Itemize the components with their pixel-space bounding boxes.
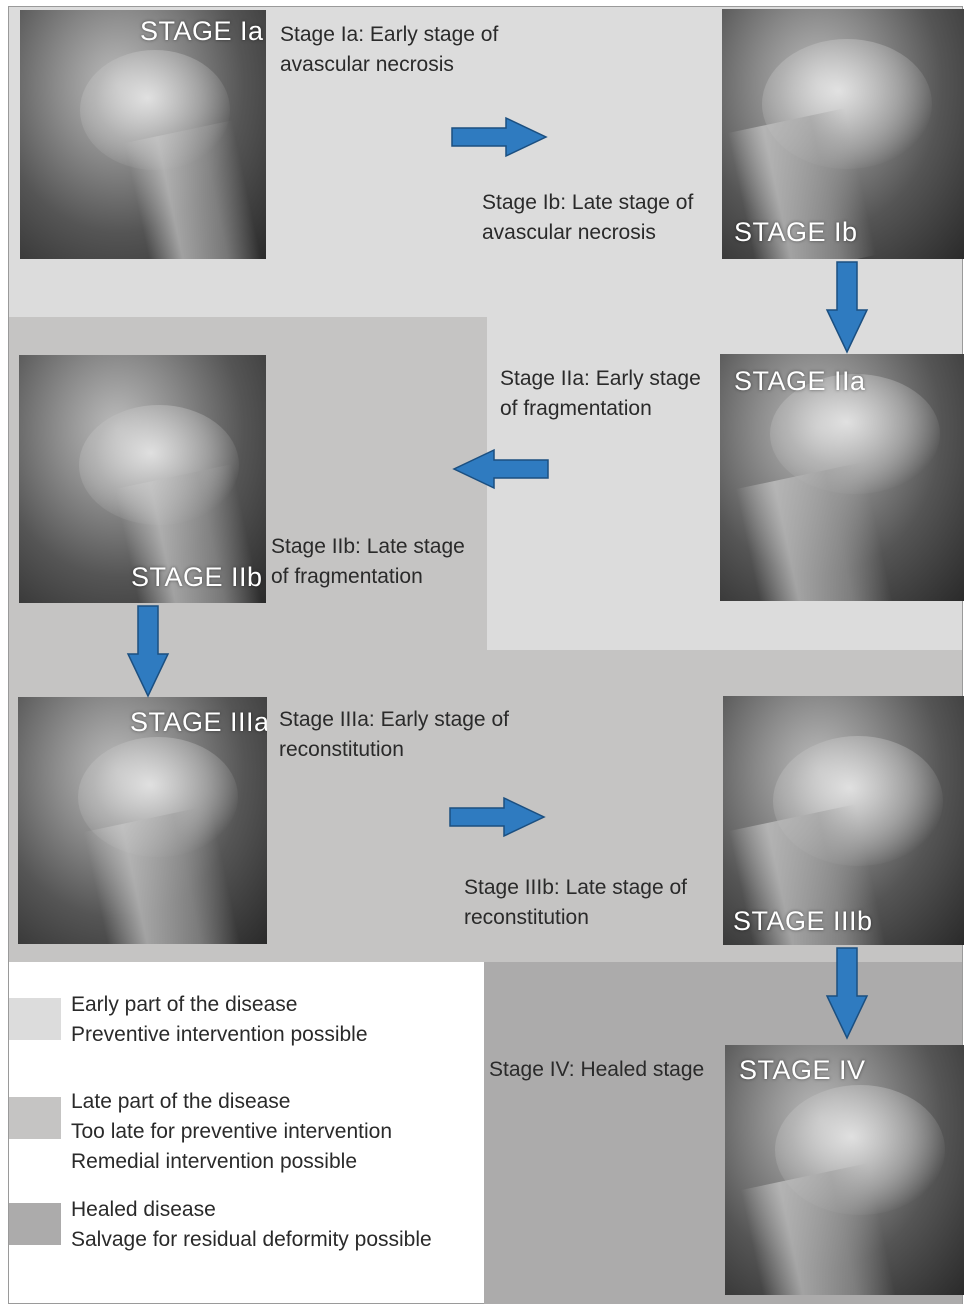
arrow-down-ib-to-iia — [825, 260, 869, 354]
legend-late-line-3: Remedial intervention possible — [71, 1147, 392, 1177]
legend-late-line-1: Late part of the disease — [71, 1087, 392, 1117]
caption-stage-iia: Stage IIa: Early stage of fragmentation — [500, 364, 701, 424]
legend-late: Late part of the disease Too late for pr… — [71, 1087, 392, 1177]
caption-stage-iia-line-2: of fragmentation — [500, 394, 701, 424]
xray-stage-iia: STAGE IIa — [720, 354, 964, 601]
caption-stage-iv: Stage IV: Healed stage — [489, 1055, 704, 1085]
xray-stage-iv: STAGE IV — [725, 1045, 964, 1295]
caption-stage-iiia-line-2: reconstitution — [279, 735, 509, 765]
stage-ia-label: STAGE Ia — [140, 16, 264, 47]
stage-iia-label: STAGE IIa — [734, 366, 866, 397]
caption-stage-iib-line-2: of fragmentation — [271, 562, 465, 592]
stage-iib-label: STAGE IIb — [131, 562, 263, 593]
caption-stage-iia-line-1: Stage IIa: Early stage — [500, 364, 701, 394]
stage-iv-label: STAGE IV — [739, 1055, 866, 1086]
caption-stage-ia: Stage Ia: Early stage of avascular necro… — [280, 20, 498, 80]
caption-stage-ib-line-1: Stage Ib: Late stage of — [482, 188, 693, 218]
legend-healed-line-1: Healed disease — [71, 1195, 432, 1225]
caption-stage-ia-line-2: avascular necrosis — [280, 50, 498, 80]
legend-early: Early part of the disease Preventive int… — [71, 990, 368, 1050]
caption-stage-iib: Stage IIb: Late stage of fragmentation — [271, 532, 465, 592]
caption-stage-iv-line-1: Stage IV: Healed stage — [489, 1055, 704, 1085]
arrow-left-iia-to-iib — [450, 448, 550, 490]
caption-stage-iiib-line-2: reconstitution — [464, 903, 687, 933]
caption-stage-ib: Stage Ib: Late stage of avascular necros… — [482, 188, 693, 248]
legend-swatch-late — [9, 1097, 61, 1139]
legend-late-line-2: Too late for preventive intervention — [71, 1117, 392, 1147]
caption-stage-ib-line-2: avascular necrosis — [482, 218, 693, 248]
arrow-down-iib-to-iiia — [126, 604, 170, 698]
stage-iiia-label: STAGE IIIa — [130, 707, 267, 738]
xray-stage-iiia: STAGE IIIa — [18, 697, 267, 944]
caption-stage-iiib-line-1: Stage IIIb: Late stage of — [464, 873, 687, 903]
caption-stage-iiia-line-1: Stage IIIa: Early stage of — [279, 705, 509, 735]
caption-stage-ia-line-1: Stage Ia: Early stage of — [280, 20, 498, 50]
arrow-right-ia-to-ib — [450, 116, 550, 158]
legend-swatch-healed — [9, 1203, 61, 1245]
legend-healed-line-2: Salvage for residual deformity possible — [71, 1225, 432, 1255]
legend-early-line-2: Preventive intervention possible — [71, 1020, 368, 1050]
legend-healed: Healed disease Salvage for residual defo… — [71, 1195, 432, 1255]
caption-stage-iiib: Stage IIIb: Late stage of reconstitution — [464, 873, 687, 933]
arrow-down-iiib-to-iv — [825, 946, 869, 1040]
legend-swatch-early — [9, 998, 61, 1040]
xray-stage-ib: STAGE Ib — [722, 9, 964, 259]
stage-iiib-label: STAGE IIIb — [733, 906, 873, 937]
legend-early-line-1: Early part of the disease — [71, 990, 368, 1020]
caption-stage-iib-line-1: Stage IIb: Late stage — [271, 532, 465, 562]
xray-stage-iib: STAGE IIb — [19, 355, 266, 603]
xray-stage-ia: STAGE Ia — [20, 10, 266, 259]
stage-ib-label: STAGE Ib — [734, 217, 858, 248]
xray-stage-iiib: STAGE IIIb — [723, 696, 964, 945]
arrow-right-iiia-to-iiib — [448, 796, 548, 838]
caption-stage-iiia: Stage IIIa: Early stage of reconstitutio… — [279, 705, 509, 765]
